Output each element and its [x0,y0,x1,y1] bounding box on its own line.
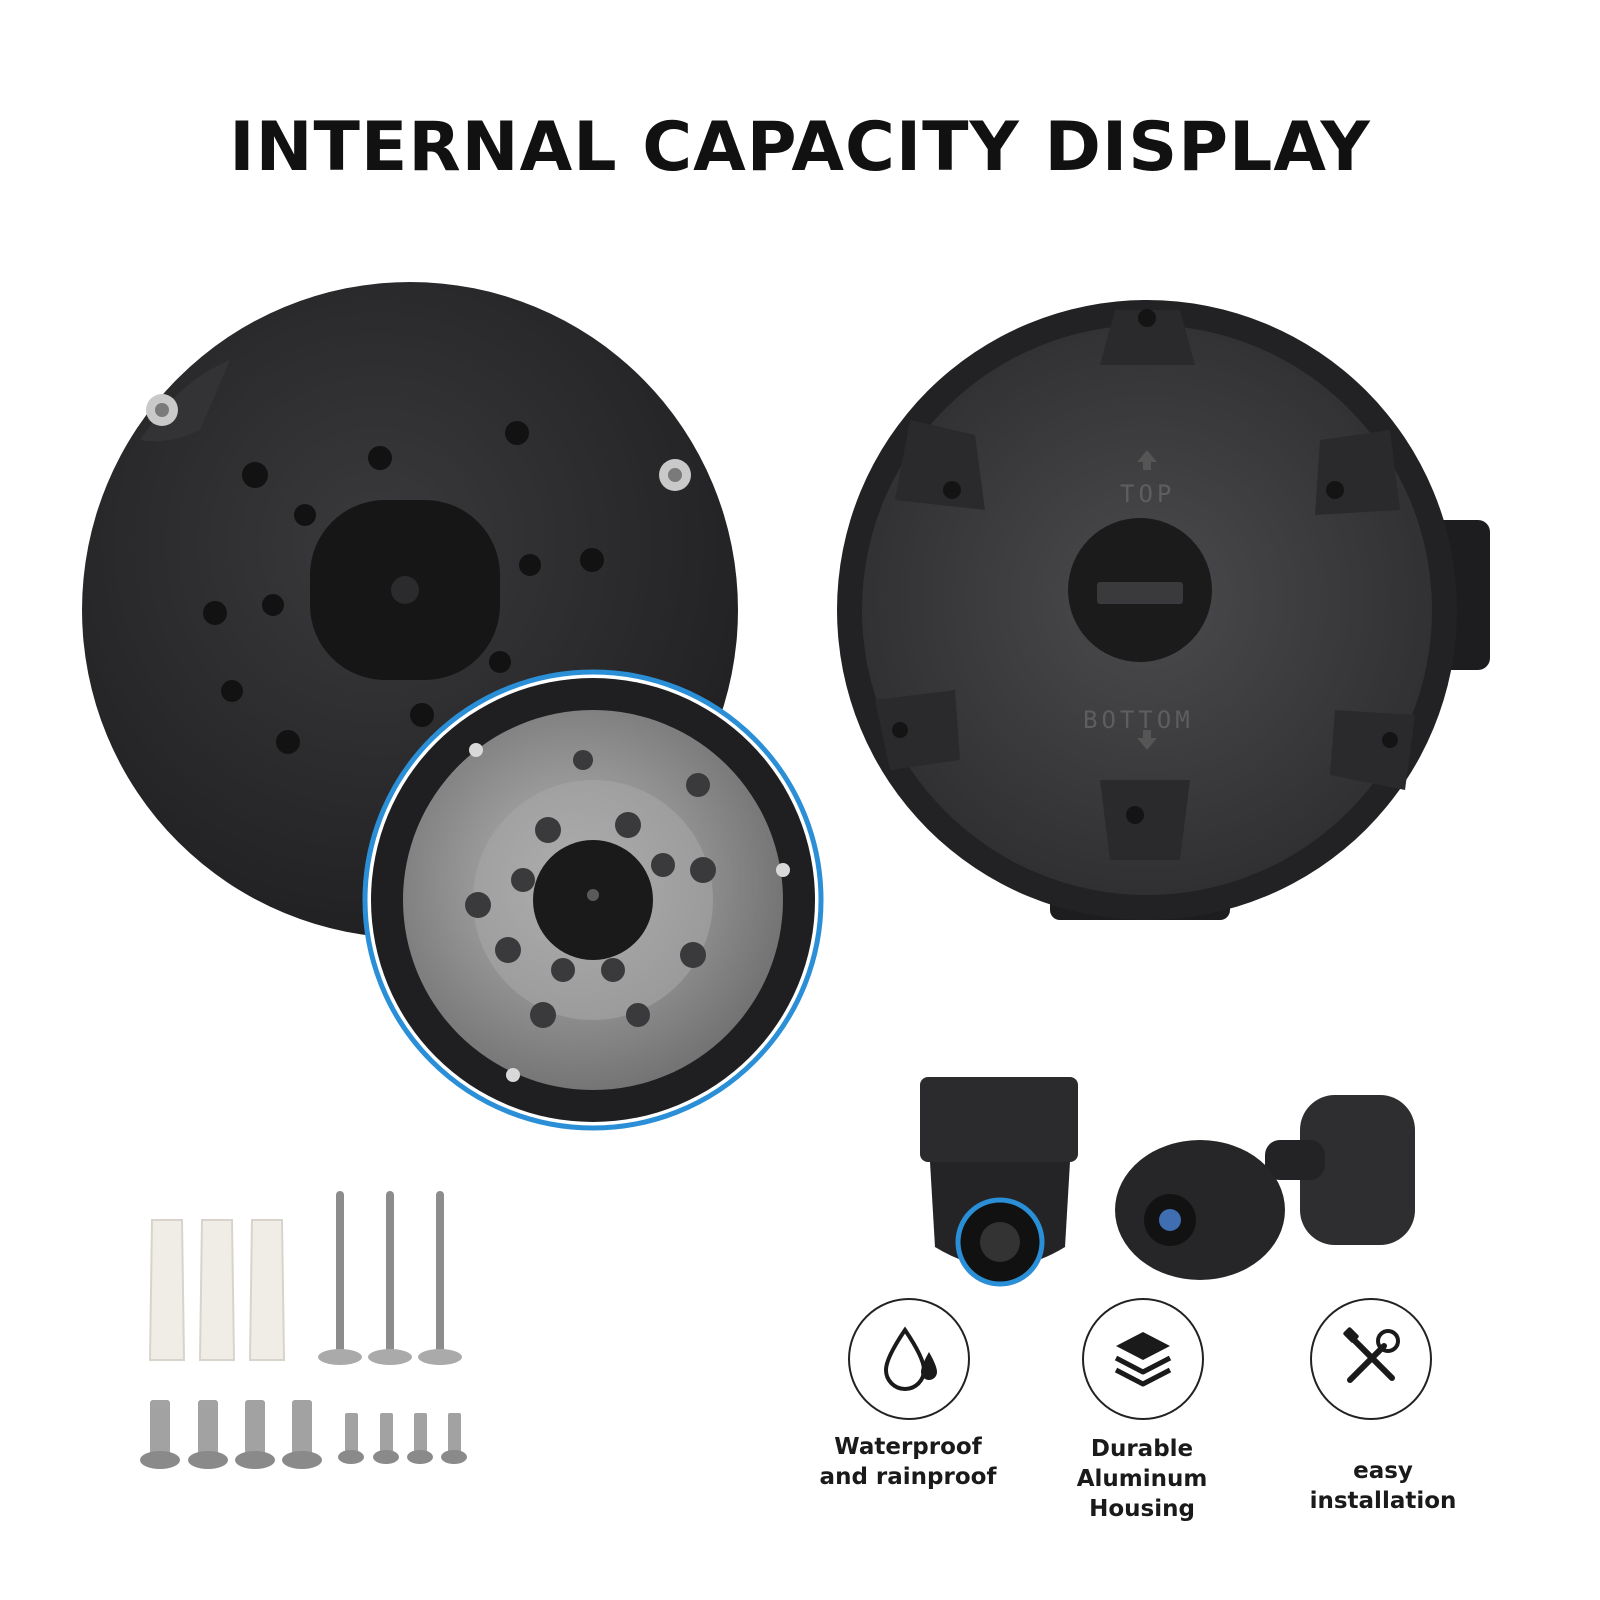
water-drop-icon [883,1326,937,1391]
feature-durable-badge [1082,1298,1204,1420]
feature-waterproof-line2: and rainproof [819,1464,997,1490]
feature-waterproof-label: Waterproof and rainproof [808,1432,1008,1492]
top-label: TOP [1120,480,1176,508]
feature-durable-line2: Aluminum Housing [1076,1466,1208,1522]
feature-waterproof-badge [848,1298,970,1420]
feature-installation-label: easy installation [1278,1456,1488,1516]
internal-face-zoom-inset [362,669,824,1131]
feature-waterproof-line1: Waterproof [834,1434,982,1460]
feature-installation-badge [1310,1298,1432,1420]
bottom-label: BOTTOM [1083,706,1194,734]
feature-durable-line1: Durable [1090,1436,1194,1462]
layers-icon [1114,1332,1172,1387]
page-title: INTERNAL CAPACITY DISPLAY [229,108,1371,187]
feature-installation-line1: easy installation [1309,1458,1457,1514]
dome-camera-example [920,1077,1078,1287]
bullet-camera-example [1115,1095,1415,1280]
feature-durable-label: Durable Aluminum Housing [1022,1434,1262,1524]
junction-box-interior [837,300,1490,920]
mounting-hardware [140,1191,467,1469]
tools-icon [1343,1327,1400,1383]
